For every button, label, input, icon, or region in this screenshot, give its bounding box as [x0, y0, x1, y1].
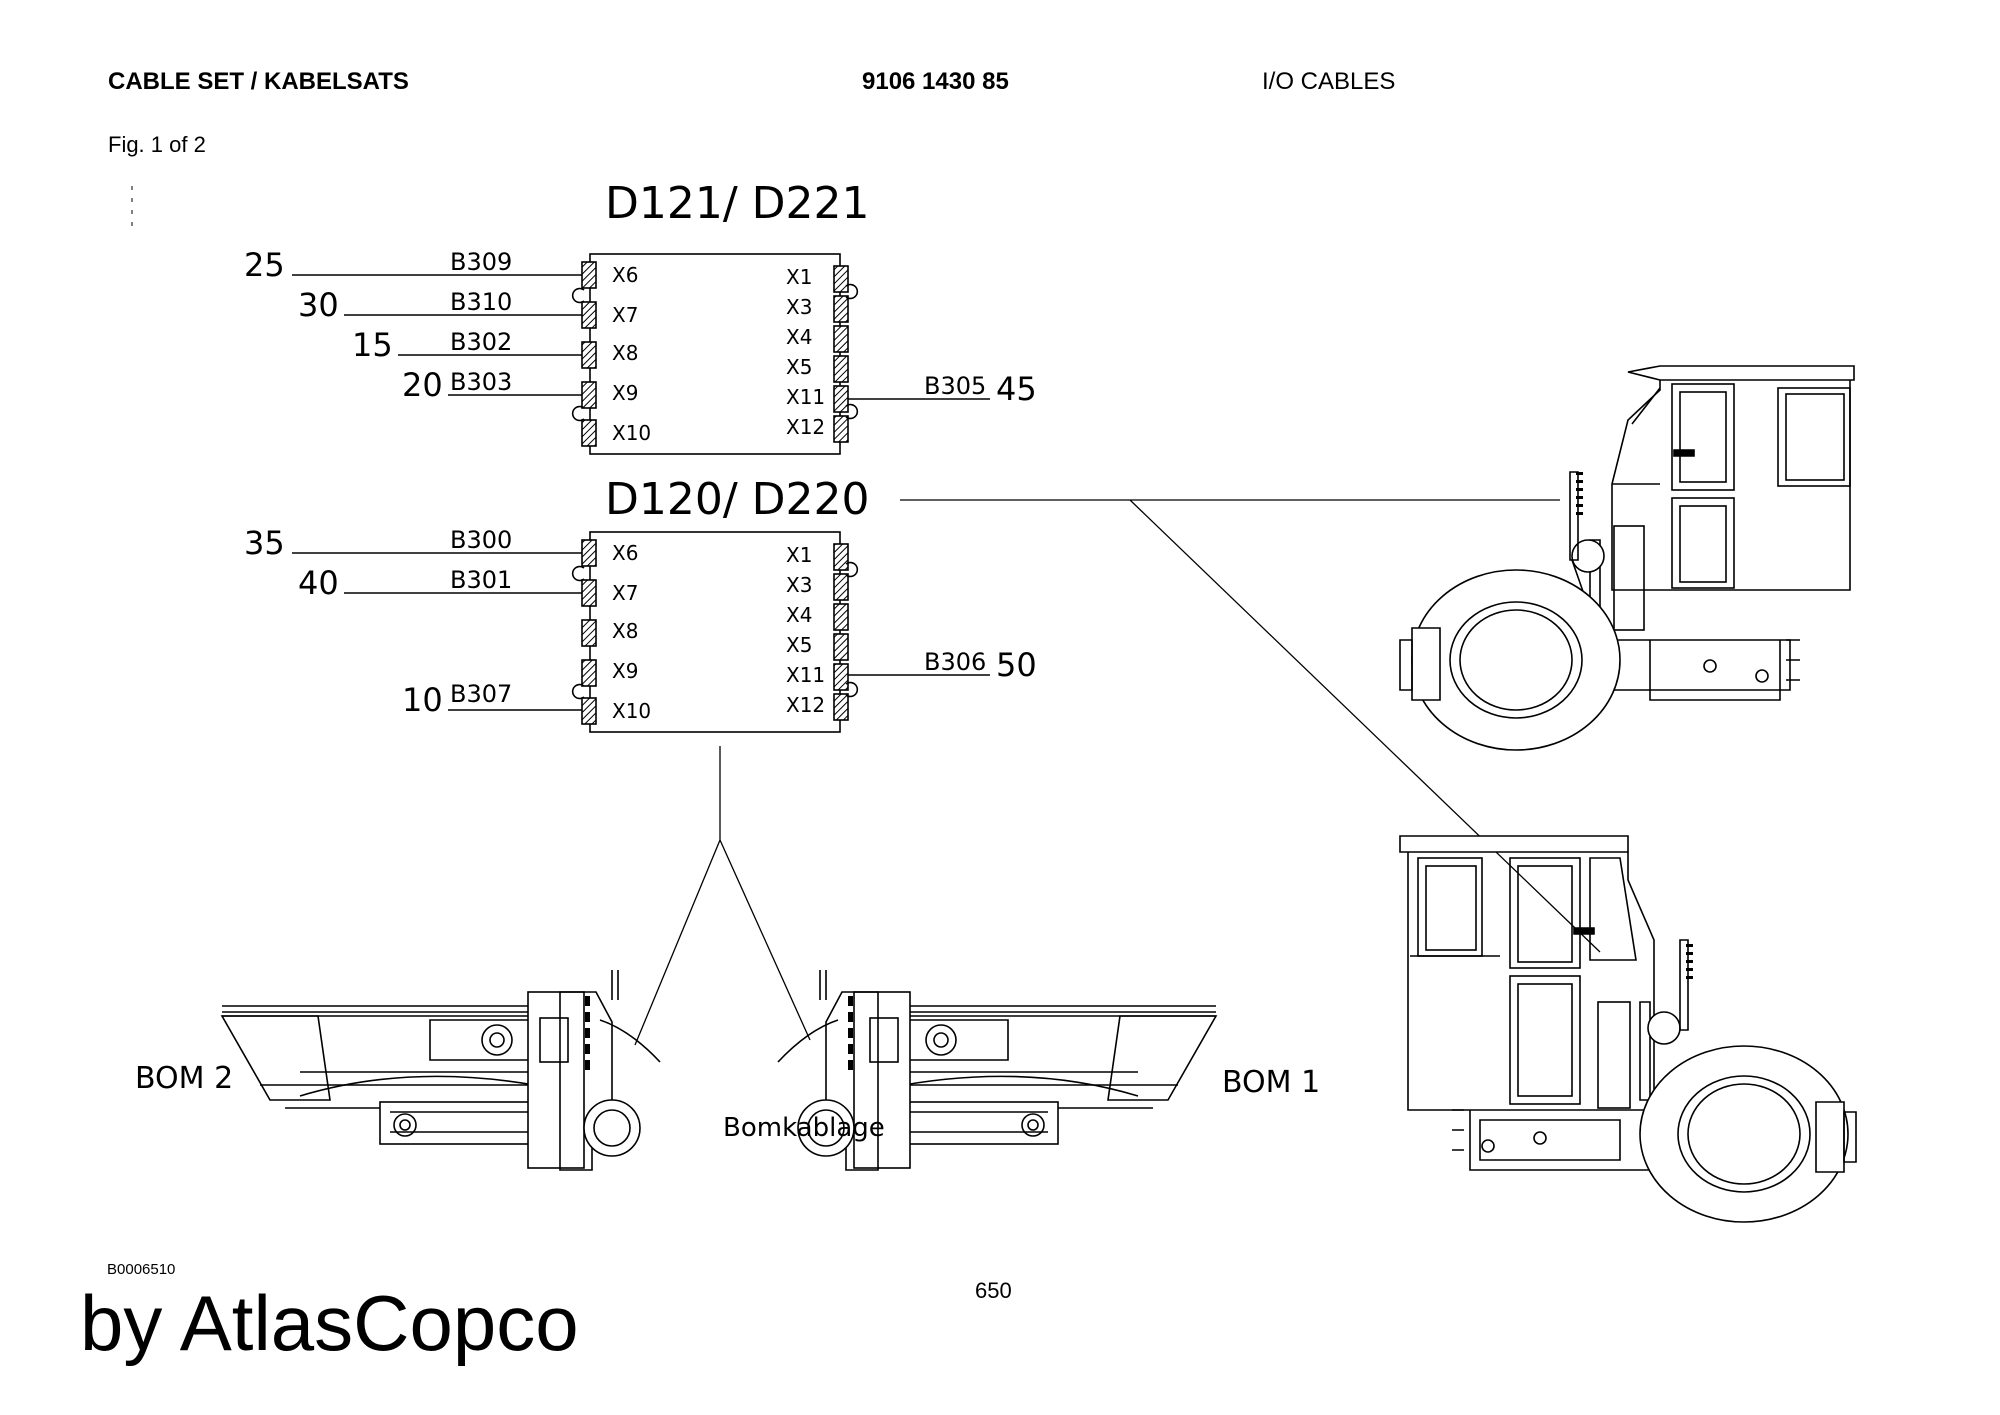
port-label: X5 [786, 355, 812, 379]
left-connector-clips [571, 287, 585, 422]
right-connector-clips [845, 561, 859, 698]
item-number: 50 [996, 646, 1037, 684]
left-connectors [581, 261, 597, 447]
cable-label: B300 [450, 526, 512, 554]
port-label: X4 [786, 603, 812, 627]
vehicle-cab-drawing-lower [1399, 835, 1857, 1223]
document-title: CABLE SET / KABELSATS [108, 68, 409, 95]
document-id: B0006510 [107, 1261, 176, 1278]
cable-label: B305 [924, 372, 986, 400]
section-title: I/O CABLES [1262, 68, 1396, 95]
page-number: 650 [975, 1278, 1012, 1303]
wheel-lower [1639, 1045, 1849, 1223]
port-label: X1 [786, 543, 812, 567]
cable-leaders [292, 552, 990, 711]
port-label: X7 [612, 303, 638, 327]
item-number: 30 [298, 286, 339, 324]
item-number: 45 [996, 370, 1037, 408]
wheel-upper [1411, 569, 1621, 751]
cable-label: B307 [450, 680, 512, 708]
port-label: X6 [612, 541, 638, 565]
port-label: X10 [612, 421, 651, 445]
boom-2-drawing [220, 970, 661, 1171]
port-label: X6 [612, 263, 638, 287]
port-label: X5 [786, 633, 812, 657]
boom-1-label: BOM 1 [1222, 1065, 1320, 1100]
port-label: X3 [786, 573, 812, 597]
item-number: 35 [244, 524, 285, 562]
cable-label: B301 [450, 566, 512, 594]
item-number: 10 [402, 681, 443, 719]
cable-leaders [292, 274, 990, 400]
port-label: X1 [786, 265, 812, 289]
module-title: D121/ D221 [605, 178, 870, 229]
left-connectors [581, 539, 597, 725]
module-d121-d221: D121/ D221 X6 X7 [244, 178, 1037, 455]
cable-label: B309 [450, 248, 512, 276]
cable-label: B310 [450, 288, 512, 316]
port-label: X8 [612, 619, 638, 643]
item-number: 15 [352, 326, 393, 364]
module-d120-d220: D120/ D220 X6 X7 X8 X [244, 474, 1037, 733]
left-connector-clips [571, 565, 585, 700]
port-label: X8 [612, 341, 638, 365]
module-title: D120/ D220 [605, 474, 870, 525]
port-label: X9 [612, 381, 638, 405]
item-number: 25 [244, 246, 285, 284]
right-connector-clips [845, 283, 859, 420]
vehicle-cab-drawing-upper [1399, 365, 1855, 751]
boom-1-drawing [777, 970, 1218, 1171]
port-label: X12 [786, 415, 825, 439]
port-label: X11 [786, 663, 825, 687]
cable-label: B302 [450, 328, 512, 356]
boom-harness-label: Bomkablage [723, 1113, 885, 1143]
item-number: 20 [402, 366, 443, 404]
port-label: X7 [612, 581, 638, 605]
figure-number: Fig. 1 of 2 [108, 132, 206, 157]
port-label: X11 [786, 385, 825, 409]
brand-logo-text: by AtlasCopco [80, 1279, 579, 1367]
right-connectors [833, 265, 849, 443]
item-number: 40 [298, 564, 339, 602]
boom-2-label: BOM 2 [135, 1061, 233, 1096]
cable-label: B303 [450, 368, 512, 396]
port-label: X3 [786, 295, 812, 319]
part-number: 9106 1430 85 [862, 68, 1009, 95]
cable-label: B306 [924, 648, 986, 676]
callout-lines [634, 499, 1601, 1046]
right-connectors [833, 543, 849, 721]
port-label: X10 [612, 699, 651, 723]
port-label: X9 [612, 659, 638, 683]
port-label: X12 [786, 693, 825, 717]
port-label: X4 [786, 325, 812, 349]
